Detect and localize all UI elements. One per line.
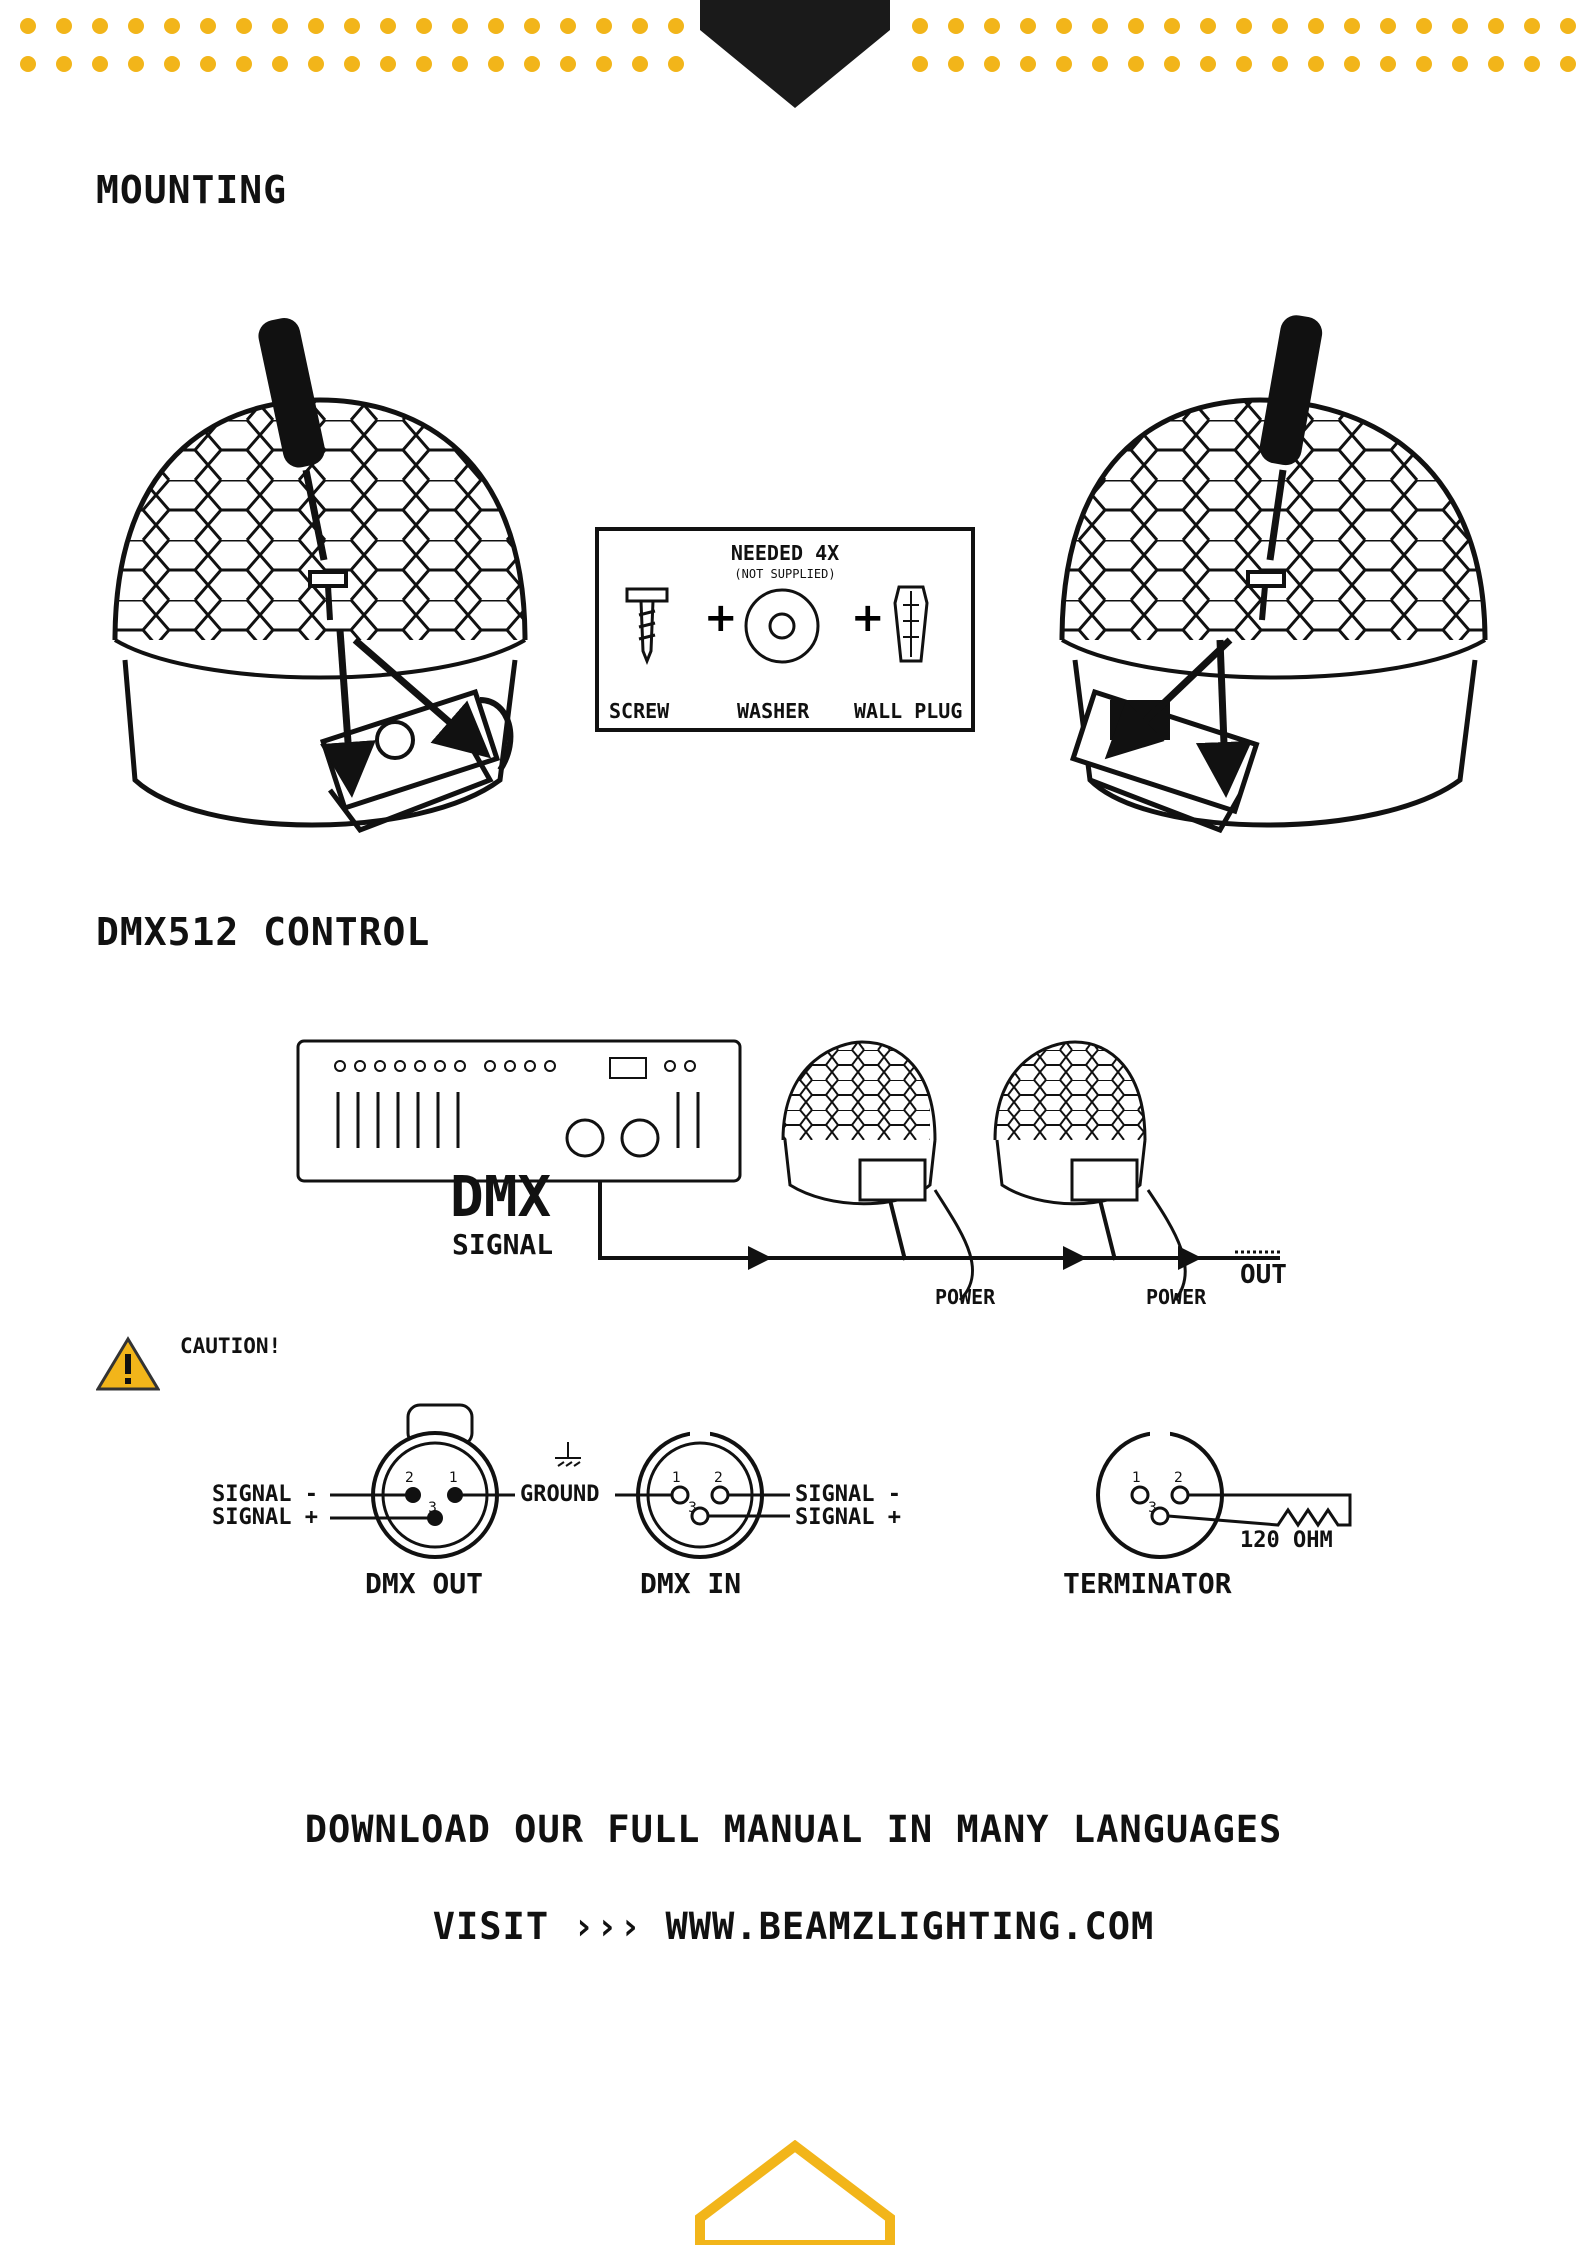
dmx-out-label: DMX OUT [365, 1567, 483, 1600]
warning-triangle-icon [96, 1336, 160, 1392]
screw-icon [627, 589, 667, 661]
dmx-controller-icon [298, 1041, 740, 1181]
needed-note: (NOT SUPPLIED) [599, 567, 971, 581]
out-label: OUT [1240, 1260, 1287, 1290]
pin-2-out: 2 [405, 1470, 414, 1486]
pin-2-term: 2 [1174, 1470, 1183, 1486]
power-label-2: POWER [1146, 1285, 1206, 1309]
fixture-2-icon [990, 1040, 1150, 1204]
needed-title: NEEDED 4X [599, 541, 971, 565]
svg-text:+: + [851, 595, 885, 641]
in-signal-minus: SIGNAL - [795, 1482, 901, 1507]
mounting-illustration [0, 0, 1587, 900]
pin-2-in: 2 [714, 1470, 723, 1486]
visit-website-link[interactable]: VISIT ››› WWW.BEAMZLIGHTING.COM [0, 1905, 1587, 1948]
pin-1-term: 1 [1132, 1470, 1141, 1486]
dmx-in-label: DMX IN [640, 1567, 741, 1600]
wall-plug-icon [895, 587, 927, 661]
part-label-washer: WASHER [737, 699, 809, 723]
fixture-right [1062, 313, 1487, 830]
part-label-wall-plug: WALL PLUG [854, 699, 962, 723]
part-label-screw: SCREW [609, 699, 669, 723]
pin-3-in: 3 [688, 1500, 697, 1516]
washer-icon [746, 590, 818, 662]
in-signal-plus: SIGNAL + [795, 1505, 901, 1530]
dmx-signal-big: DMX [450, 1170, 551, 1226]
svg-text:+: + [704, 595, 738, 641]
out-signal-plus: SIGNAL + [212, 1505, 318, 1530]
fixture-1-icon [780, 1040, 935, 1204]
section-heading-dmx512: DMX512 CONTROL [96, 910, 430, 954]
pin-3-out: 3 [428, 1500, 437, 1516]
terminator-resistor-label: 120 OHM [1240, 1528, 1333, 1553]
parts-icons: + + [599, 581, 971, 671]
caution-label: CAUTION! [180, 1334, 281, 1358]
signal-cables [600, 1182, 1280, 1300]
fixture-left [115, 315, 525, 830]
pin-1-in: 1 [672, 1470, 681, 1486]
dmx-out-connector [330, 1405, 515, 1557]
terminator-label: TERMINATOR [1063, 1567, 1232, 1600]
footer-hexagon-shape [690, 2140, 900, 2245]
power-label-1: POWER [935, 1285, 995, 1309]
dmx-chain-diagram [0, 1020, 1587, 1320]
download-manual-text: DOWNLOAD OUR FULL MANUAL IN MANY LANGUAG… [0, 1808, 1587, 1851]
pin-3-term: 3 [1148, 1500, 1157, 1516]
dmx-in-connector [615, 1428, 790, 1557]
dmx-signal-small: SIGNAL [452, 1228, 553, 1261]
ground-icon [555, 1442, 581, 1466]
needed-parts-box: NEEDED 4X (NOT SUPPLIED) + + SCREW WASHE… [595, 527, 975, 732]
out-signal-minus: SIGNAL - [212, 1482, 318, 1507]
pin-1-out: 1 [449, 1470, 458, 1486]
ground-label: GROUND [520, 1482, 599, 1507]
